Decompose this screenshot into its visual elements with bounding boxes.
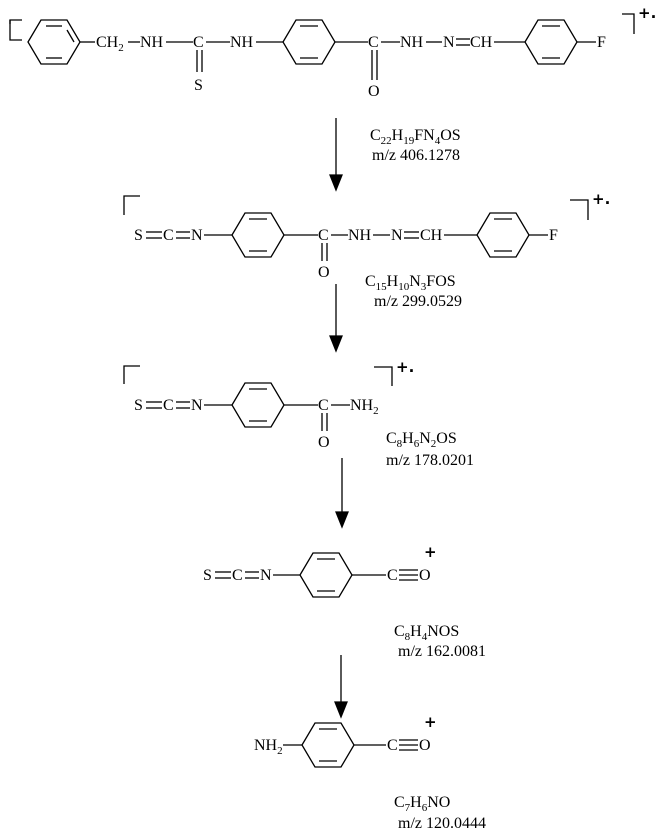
benzene-ring-1: [27, 19, 81, 65]
arrow-3: [335, 458, 349, 529]
atom-ch-imine: CH: [420, 227, 443, 244]
molecular-formula-4: C8H4NOS: [394, 623, 459, 643]
structure-3-fragment-ion: S C N C O NH2 +. C8H6N2OS m/z 178.0201: [123, 358, 474, 469]
atom-ch-imine: CH: [470, 34, 493, 51]
atom-n-imine: N: [443, 34, 455, 51]
atom-f: F: [549, 227, 558, 244]
mz-value-5: m/z 120.0444: [398, 815, 486, 832]
bracket-left-3: [123, 365, 140, 384]
bracket-left-1: [9, 20, 22, 41]
atom-c-carbonyl: C: [318, 227, 329, 244]
atom-c-thio: C: [193, 34, 204, 51]
atom-o-acylium: O: [419, 567, 431, 584]
arrow-1: [329, 118, 343, 192]
atom-s-thio: S: [194, 77, 203, 94]
molecular-formula-1: C22H19FN4OS: [370, 127, 461, 147]
atom-n: N: [260, 567, 272, 584]
mz-value-4: m/z 162.0081: [398, 643, 486, 660]
arrow-4: [334, 655, 348, 719]
benzene-ring-8: [301, 722, 355, 768]
radical-cation-charge-3: +.: [396, 358, 414, 376]
molecular-formula-3: C8H6N2OS: [386, 430, 457, 450]
bracket-right-3: [374, 366, 393, 386]
benzene-ring-6: [231, 382, 285, 428]
atom-s: S: [203, 567, 212, 584]
atom-n-imine: N: [391, 227, 403, 244]
atom-o-carbonyl: O: [318, 264, 330, 281]
atom-n: N: [191, 227, 203, 244]
molecular-formula-2: C15H10N3FOS: [365, 273, 456, 293]
structure-5-acylium-ion: NH2 C O + C7H6NO m/z 120.0444: [254, 713, 486, 832]
bracket-left-2: [123, 195, 140, 215]
structure-1-parent-ion: CH2 NH C S NH C O NH N CH: [9, 4, 656, 164]
radical-cation-charge-2: +.: [592, 190, 610, 208]
atom-f: F: [597, 34, 606, 51]
atom-c-carbonyl: C: [318, 397, 329, 414]
atom-nh-2: NH: [230, 34, 254, 51]
atom-c: C: [163, 227, 174, 244]
mz-value-3: m/z 178.0201: [386, 452, 474, 469]
atom-nh-3: NH: [400, 34, 424, 51]
atom-nh: NH: [348, 227, 372, 244]
benzene-ring-7: [299, 552, 353, 598]
cation-charge-5: +: [424, 713, 437, 731]
structure-4-acylium-ion: S C N C O + C8H4NOS m/z 162.0081: [203, 543, 486, 660]
atom-nh2: NH2: [254, 737, 283, 757]
benzene-ring-4: [231, 212, 285, 258]
atom-s: S: [134, 397, 143, 414]
arrow-2: [329, 284, 343, 353]
atom-c-carbonyl: C: [368, 34, 379, 51]
atom-nh-1: NH: [140, 34, 164, 51]
benzene-ring-5: [476, 212, 530, 258]
bracket-left-1b: [9, 19, 22, 24]
atom-o-carbonyl: O: [318, 434, 330, 451]
benzene-ring-2: [282, 19, 336, 65]
radical-cation-charge-1: +.: [638, 4, 656, 22]
atom-o-carbonyl: O: [368, 83, 380, 100]
mz-value-2: m/z 299.0529: [374, 293, 462, 310]
bracket-right-1: [622, 13, 635, 34]
atom-o-acylium: O: [419, 737, 431, 754]
cation-charge-4: +: [424, 543, 437, 561]
atom-c: C: [163, 397, 174, 414]
mz-value-1: m/z 406.1278: [372, 147, 460, 164]
atom-c-acylium: C: [387, 567, 398, 584]
atom-nh2: NH2: [350, 397, 379, 417]
atom-c: C: [232, 567, 243, 584]
bracket-right-2: [570, 199, 589, 220]
atom-n: N: [191, 397, 203, 414]
molecular-formula-5: C7H6NO: [394, 794, 450, 814]
atom-ch2: CH2: [96, 34, 124, 54]
structure-2-fragment-ion: S C N C O NH N CH F +.: [123, 190, 610, 310]
atom-c-acylium: C: [387, 737, 398, 754]
atom-s: S: [134, 227, 143, 244]
benzene-ring-3: [524, 19, 578, 65]
